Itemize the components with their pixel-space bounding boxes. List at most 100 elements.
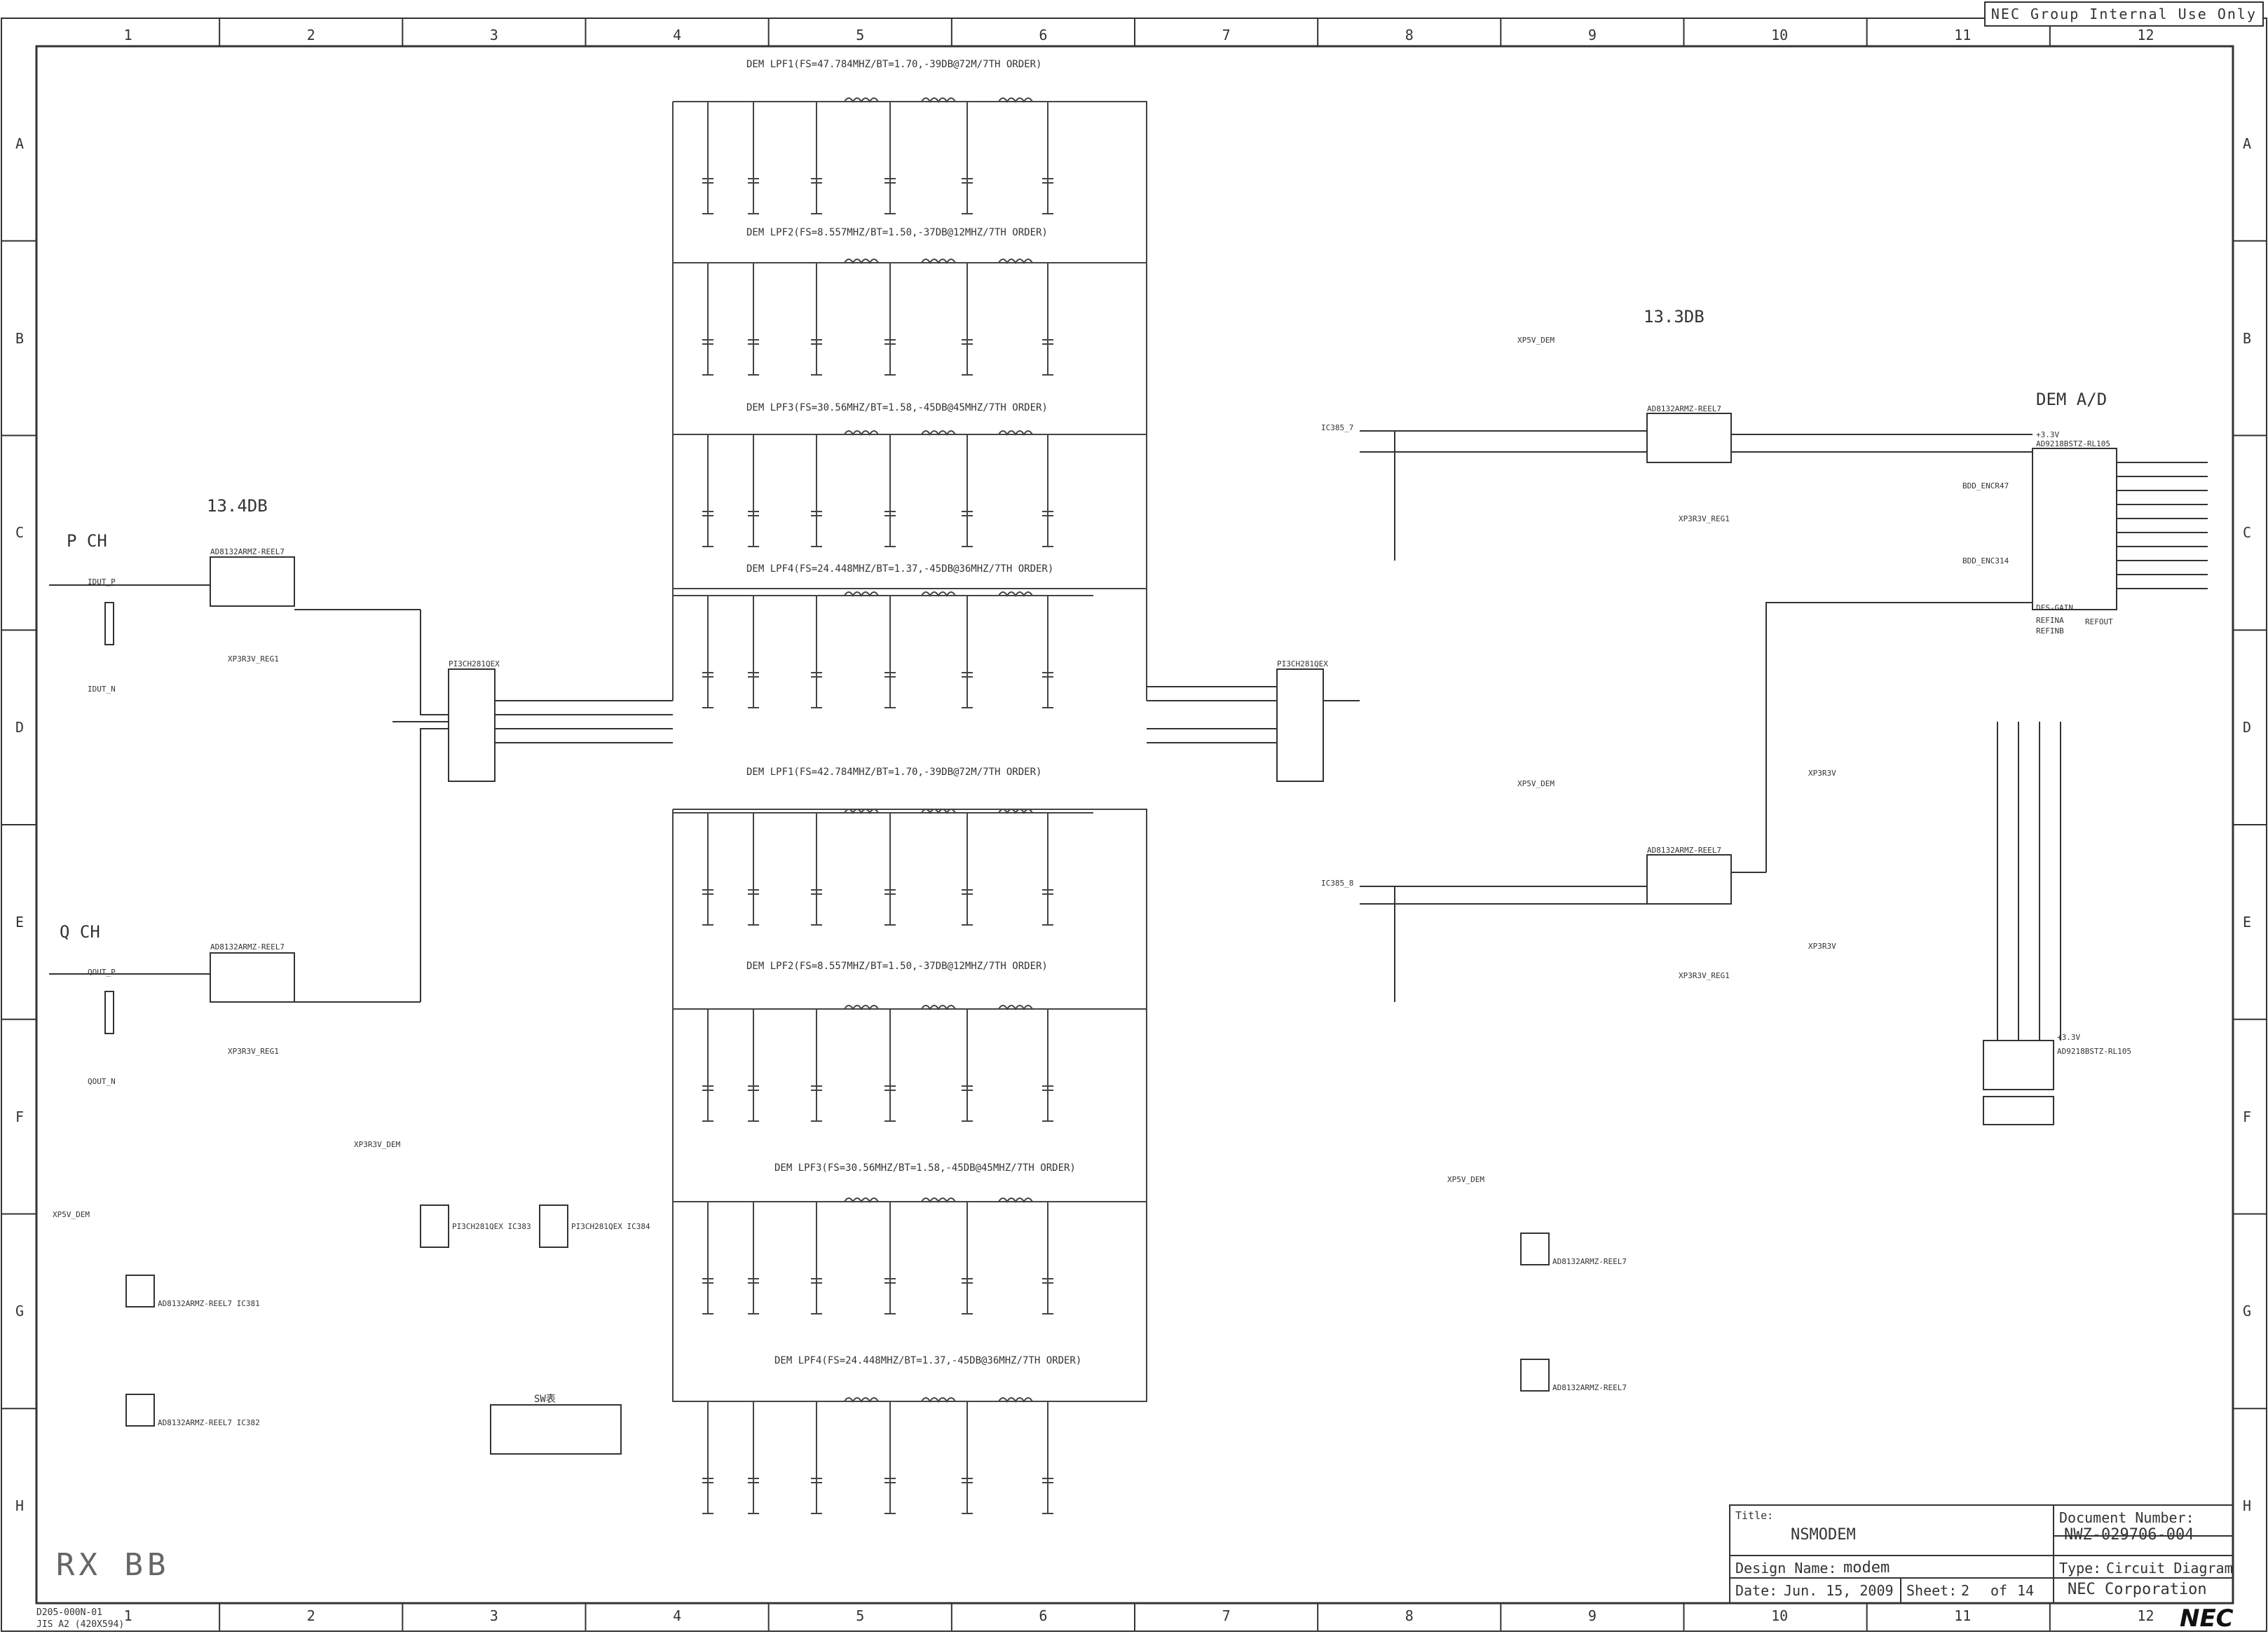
of-label: of [1990, 1582, 2008, 1599]
power-label-xp3r3v-reg1-q: XP3R3V_REG1 [228, 1047, 279, 1056]
p-gain-label: 13.4DB [207, 496, 268, 516]
net-label-ic385-8: IC385_8 [1321, 879, 1354, 888]
column-label-8: 8 [1405, 27, 1414, 43]
sheet-value: 2 [1961, 1582, 1970, 1599]
type-value: Circuit Diagram [2106, 1560, 2233, 1577]
power-label-xp3r3v-reg1-p: XP3R3V_REG1 [228, 654, 279, 664]
ic-label-ic386: AD8132ARMZ-REEL7 [1552, 1383, 1627, 1392]
column-label-12: 12 [2137, 27, 2154, 43]
filter-bank-lower [672, 809, 1147, 1402]
adc-driver-upper [1360, 413, 2033, 561]
ic-label-adc-reg: AD9218BSTZ-RL105 [2057, 1047, 2131, 1056]
title-label: Title: [1735, 1509, 1774, 1522]
column-label-bottom-8: 8 [1405, 1607, 1414, 1624]
row-label-right-A: A [2243, 135, 2252, 152]
column-label-bottom-1: 1 [123, 1607, 132, 1624]
lpf-row [673, 97, 1093, 214]
switch-table-label: SW表 [534, 1394, 556, 1405]
lpf-title-8: DEM LPF4(FS=24.448MHZ/BT=1.37,-45DB@36MH… [774, 1355, 1082, 1366]
ic-label-ic381: AD8132ARMZ-REEL7 IC381 [158, 1299, 260, 1308]
adc-title: DEM A/D [2036, 390, 2108, 409]
net-label-refout: REFOUT [2085, 617, 2113, 626]
date-label: Date: [1735, 1582, 1778, 1599]
net-label-idut-n: IDUT_N [88, 685, 116, 694]
column-label-bottom-11: 11 [1954, 1607, 1972, 1624]
adc-gain-label: 13.3DB [1644, 307, 1705, 327]
ic-label-switch-left: PI3CH281QEX [449, 659, 500, 668]
p-channel-label: P CH [67, 531, 107, 551]
lpf-row [673, 809, 1093, 926]
column-label-4: 4 [673, 27, 682, 43]
lpf-component-rows [673, 97, 1093, 1514]
form-code-2: JIS A2 (420X594) [36, 1619, 125, 1630]
form-code-1: D205-000N-01 [36, 1607, 102, 1618]
ic-label-ic384: PI3CH281QEX IC384 [571, 1222, 650, 1231]
power-label-3v3-adc: +3.3V [2036, 430, 2060, 439]
p-channel-amp [49, 556, 449, 715]
lpf-title-6: DEM LPF2(FS=8.557MHZ/BT=1.50,-37DB@12MHZ… [746, 961, 1048, 972]
column-label-9: 9 [1587, 27, 1597, 43]
ic-label-ic382: AD8132ARMZ-REEL7 IC382 [158, 1418, 260, 1427]
small-regulators [125, 1204, 1550, 1427]
power-label-xp3r3v-a: XP3R3V [1808, 769, 1836, 778]
title-block-frame [1729, 1504, 2234, 1604]
lpf-row [673, 1397, 1093, 1514]
column-label-bottom-9: 9 [1587, 1607, 1597, 1624]
net-label-bdd-enc314: BDD_ENC314 [1962, 556, 2009, 565]
frame [1, 18, 2267, 1632]
power-label-xp3r3v-b: XP3R3V [1808, 942, 1836, 951]
adc-chip [2032, 448, 2208, 610]
power-label-xp5v-left: XP5V_DEM [53, 1210, 90, 1219]
power-label-xp5v-lower: XP5V_DEM [1517, 779, 1555, 788]
column-label-bottom-4: 4 [673, 1607, 682, 1624]
power-label-xp5v-right: XP5V_DEM [1447, 1175, 1484, 1184]
nec-logo: NEC [2180, 1605, 2234, 1633]
row-label-E: E [15, 913, 25, 931]
net-label-bdd-encr47: BDD_ENCR47 [1962, 481, 2009, 490]
ic-label-switch-right: PI3CH281QEX [1277, 659, 1328, 668]
company-name: NEC Corporation [2068, 1581, 2207, 1598]
row-label-H: H [15, 1497, 25, 1515]
adc-driver-lower [1360, 602, 2033, 1002]
design-name-label: Design Name: [1735, 1560, 1837, 1577]
column-label-5: 5 [856, 27, 865, 43]
lpf-row [673, 259, 1093, 376]
power-label-xp3r3v-reg1-adc-lower: XP3R3V_REG1 [1679, 971, 1730, 980]
ic-label-adc: AD9218BSTZ-RL105 [2036, 439, 2110, 448]
column-label-bottom-7: 7 [1222, 1607, 1231, 1624]
q-channel-amp [49, 728, 449, 1034]
column-label-1: 1 [123, 27, 132, 43]
sheet-label: Sheet: [1906, 1582, 1958, 1599]
row-label-right-E: E [2243, 913, 2252, 931]
lpf-title-5: DEM LPF1(FS=42.784MHZ/BT=1.70,-39DB@72M/… [746, 767, 1042, 778]
net-label-ic385-7: IC385_7 [1321, 423, 1354, 432]
column-label-bottom-10: 10 [1771, 1607, 1789, 1624]
power-label-xp3r3v-dem: XP3R3V_DEM [354, 1140, 401, 1149]
column-label-6: 6 [1039, 27, 1048, 43]
column-label-10: 10 [1771, 27, 1789, 43]
row-label-right-C: C [2243, 524, 2252, 542]
lpf-title-1: DEM LPF1(FS=47.784MHZ/BT=1.70,-39DB@72M/… [746, 59, 1042, 70]
row-label-right-H: H [2243, 1497, 2252, 1515]
column-label-7: 7 [1222, 27, 1231, 43]
document-number-value: NWZ-029706-004 [2064, 1526, 2194, 1544]
power-label-xp5v-upper: XP5V_DEM [1517, 336, 1555, 345]
lpf-row [673, 1197, 1093, 1314]
ic-label-amp-q: AD8132ARMZ-REEL7 [210, 942, 285, 952]
ic-label-adc-amp-lower: AD8132ARMZ-REEL7 [1647, 846, 1721, 855]
title-value: NSMODEM [1791, 1526, 1856, 1544]
lpf-title-2: DEM LPF2(FS=8.557MHZ/BT=1.50,-37DB@12MHZ… [746, 227, 1048, 238]
net-label-qout-n: QOUT_N [88, 1077, 116, 1086]
lpf-row [673, 591, 1093, 708]
ic-label-ic383: PI3CH281QEX IC383 [452, 1222, 531, 1231]
column-label-3: 3 [489, 27, 498, 43]
column-label-11: 11 [1954, 27, 1972, 43]
row-label-right-F: F [2243, 1108, 2252, 1125]
column-label-bottom-5: 5 [856, 1607, 865, 1624]
row-label-right-B: B [2243, 329, 2252, 347]
internal-use-label: NEC Group Internal Use Only [1983, 1, 2264, 27]
row-label-F: F [15, 1108, 25, 1125]
row-label-G: G [15, 1303, 25, 1320]
row-label-right-D: D [2243, 719, 2252, 736]
